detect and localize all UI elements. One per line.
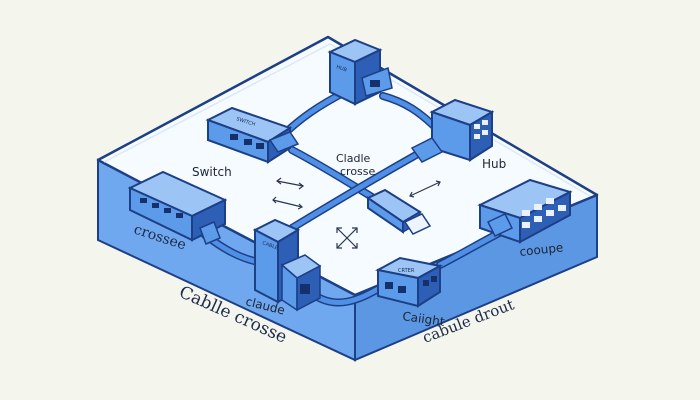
double-arrow-icon [272,196,304,210]
tower-center-tag: CABLE [261,240,278,251]
switch-top-tag: SWITCH [235,116,256,128]
hub-right-device[interactable] [410,98,495,163]
switch-right-label: cooupe [519,240,564,259]
tower-top-device[interactable]: HUB [327,38,393,106]
double-arrow-icon [276,177,304,190]
tower-center-device[interactable]: CABLE [252,218,322,312]
arrows [272,177,441,249]
double-arrow-icon [409,180,441,198]
hub-right-label: Hub [482,157,506,171]
switch-right-device[interactable] [477,178,573,244]
center-cable-device[interactable] [365,188,432,235]
switch-top-device[interactable]: SWITCH [205,106,300,208]
cross-arrow-icon [336,227,358,249]
switch-top-label: Switch [192,165,232,179]
center-cable-label-line2: crosse [340,165,376,178]
adapter-center-device[interactable]: CRTER [375,256,443,308]
center-cable-label-line1: Cladle [336,152,371,165]
adapter-center-label: Caiight [402,309,446,329]
adapter-center-tag: CRTER [398,268,415,274]
switch-left-device[interactable] [127,170,228,245]
tower-top-tag: HUB [335,64,348,74]
